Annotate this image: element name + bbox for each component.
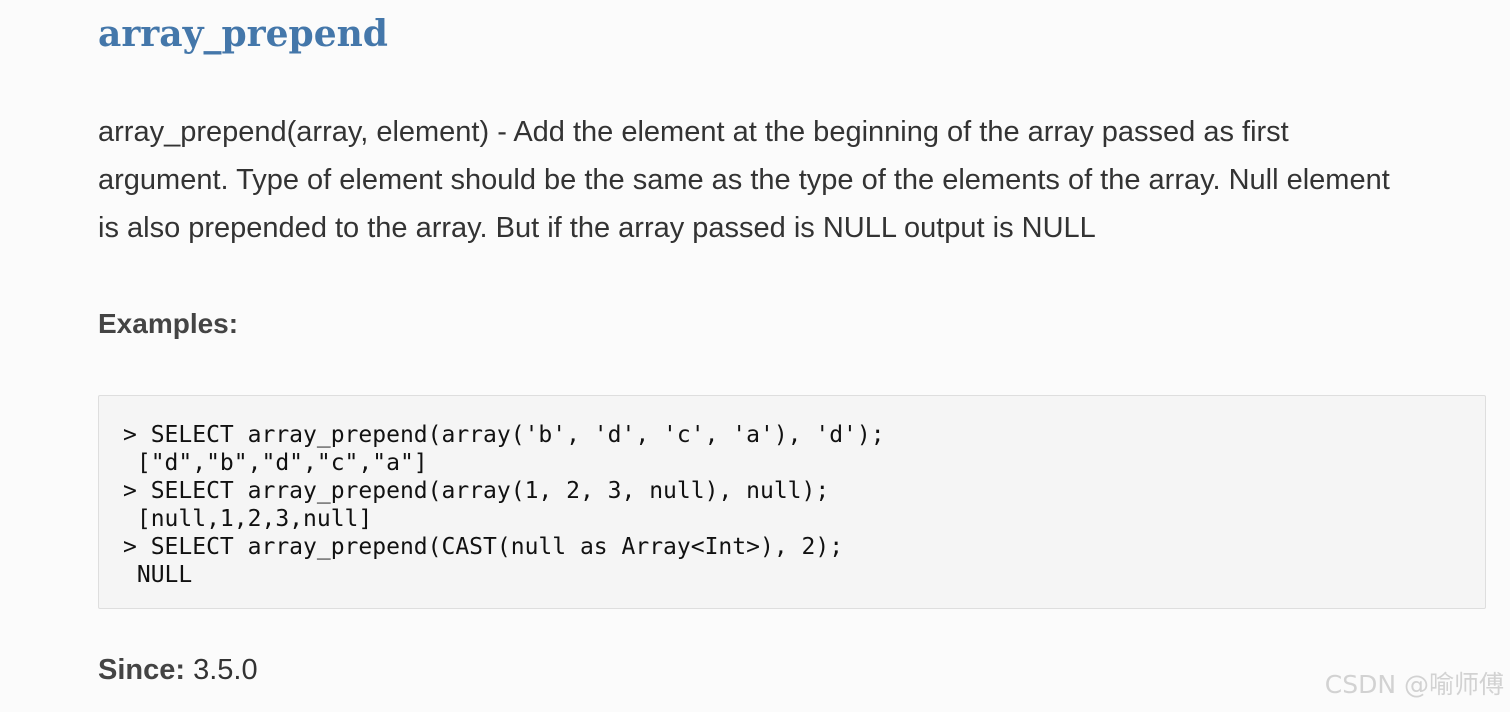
since-value: 3.5.0	[193, 654, 258, 686]
examples-heading: Examples:	[98, 308, 239, 339]
code-line: NULL	[123, 562, 193, 588]
code-line: > SELECT array_prepend(array(1, 2, 3, nu…	[123, 478, 830, 504]
code-line: [null,1,2,3,null]	[123, 506, 373, 532]
examples-code-block: > SELECT array_prepend(array('b', 'd', '…	[98, 395, 1486, 609]
function-description: array_prepend(array, element) - Add the …	[98, 116, 1390, 244]
since-version: Since: 3.5.0	[98, 648, 258, 692]
csdn-watermark: CSDN @喻师傅	[1324, 670, 1504, 699]
since-label: Since:	[98, 654, 186, 686]
code-line: > SELECT array_prepend(array('b', 'd', '…	[123, 422, 885, 448]
function-title: array_prepend	[98, 13, 388, 55]
code-line: > SELECT array_prepend(CAST(null as Arra…	[123, 534, 844, 560]
code-line: ["d","b","d","c","a"]	[123, 450, 428, 476]
